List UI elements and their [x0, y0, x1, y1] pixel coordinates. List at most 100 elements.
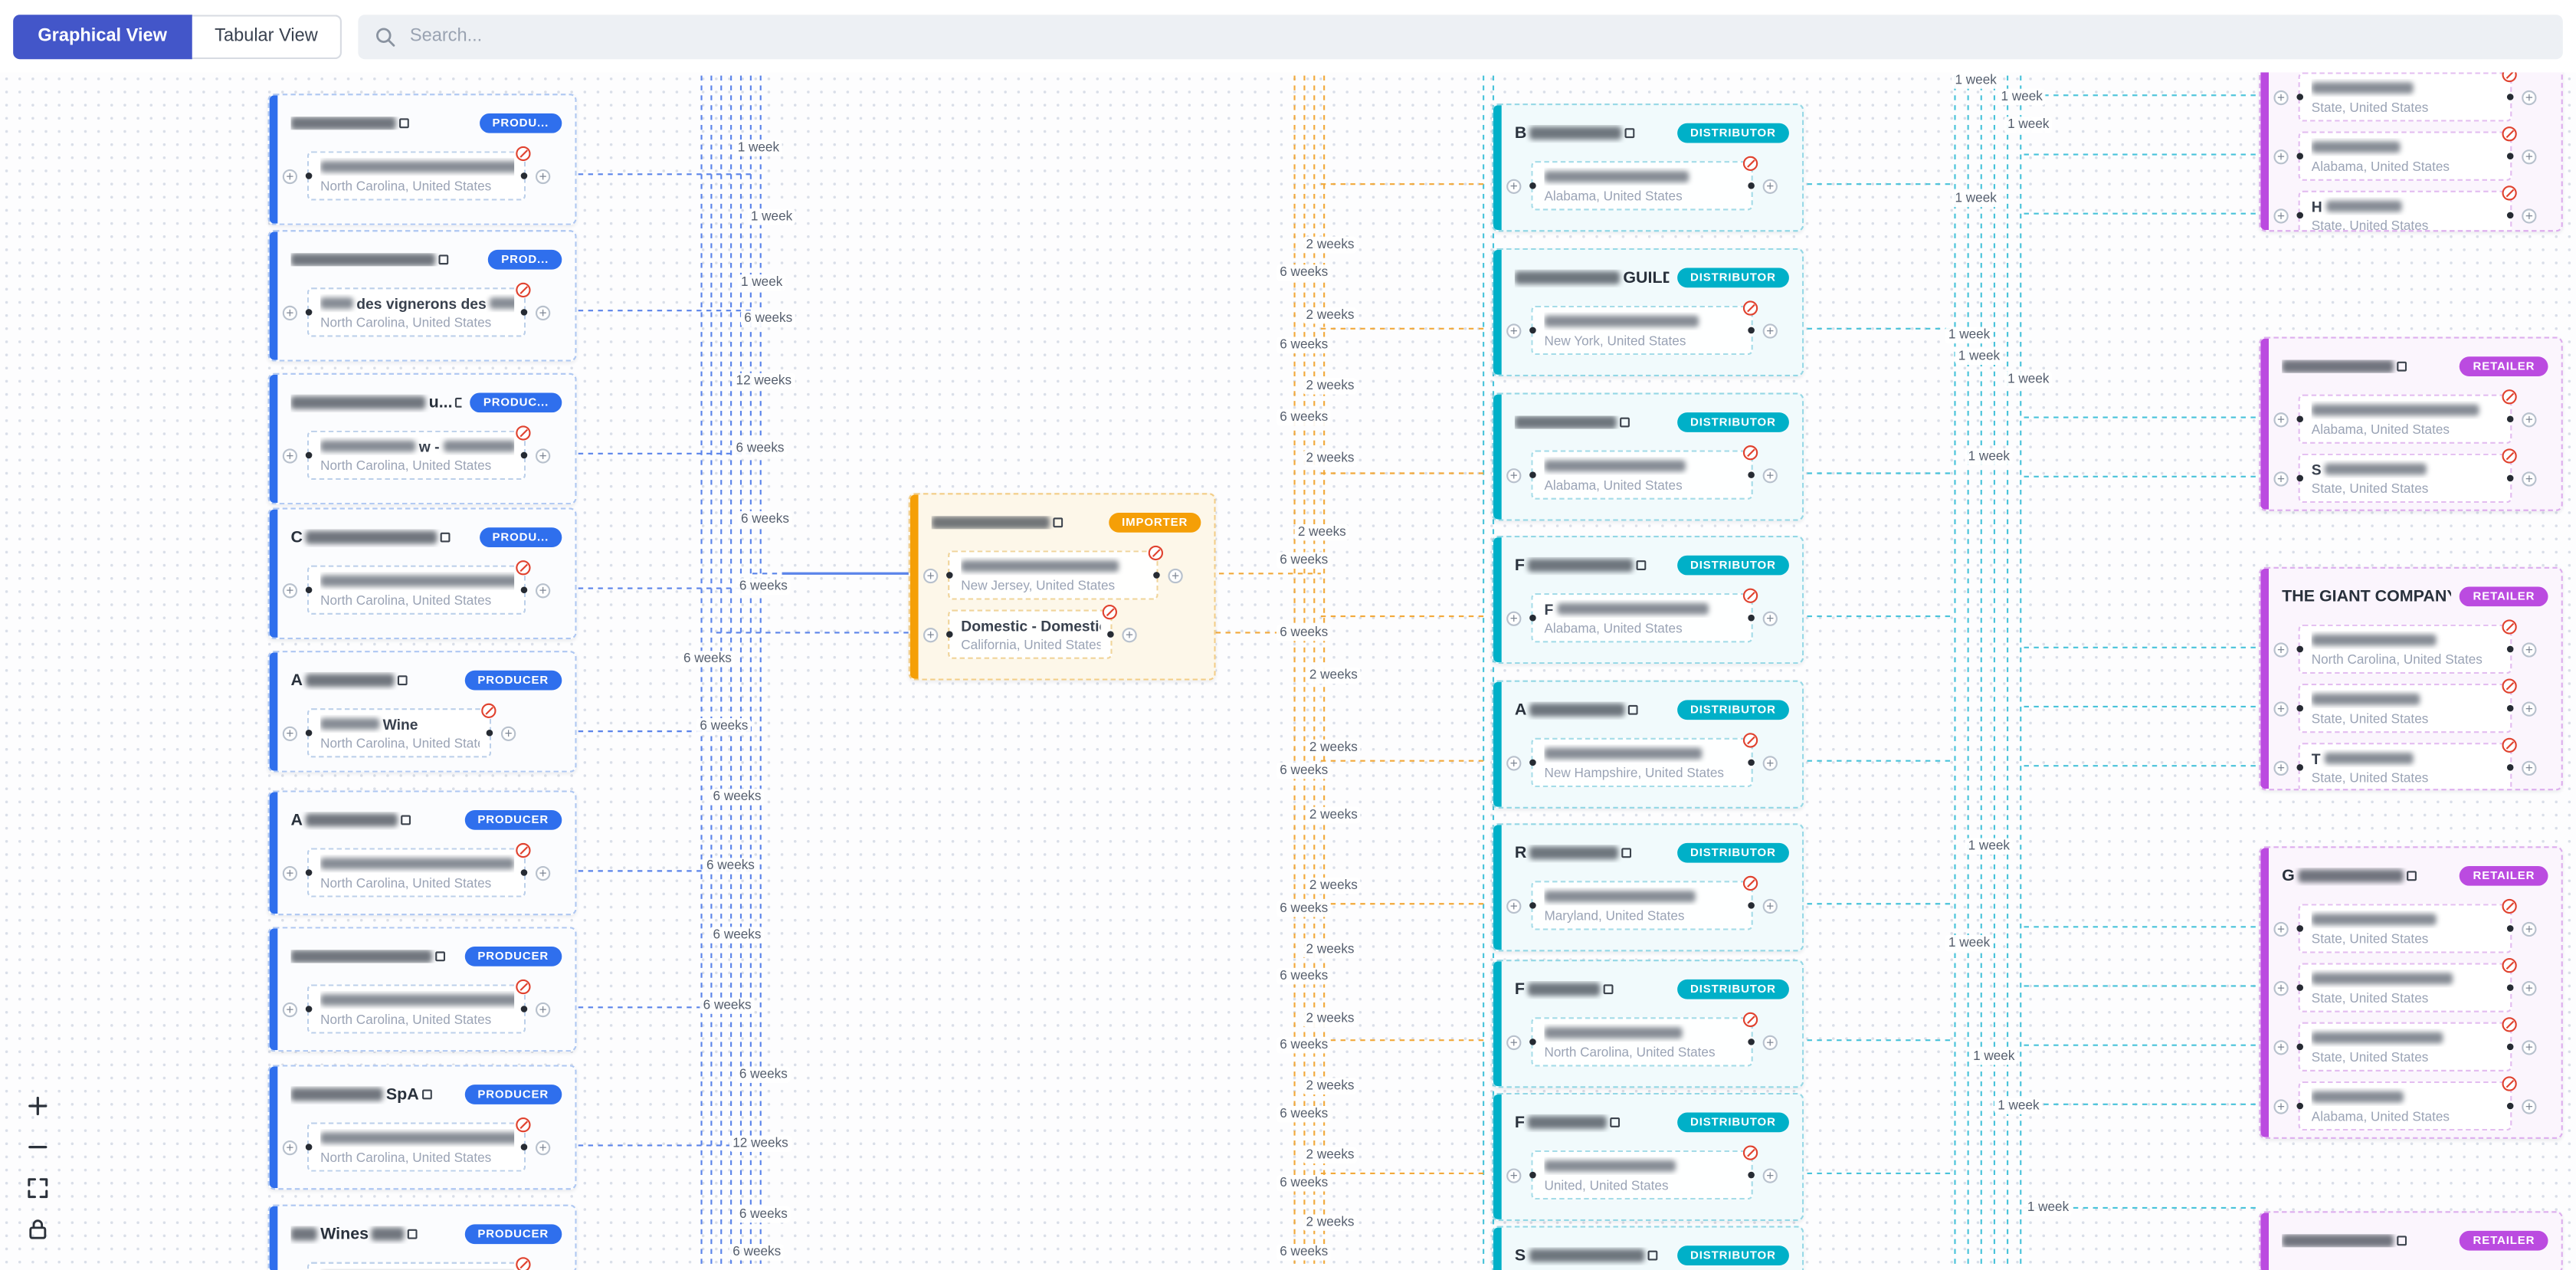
supplier-item[interactable]: ++Alabama, United States	[1506, 156, 1778, 211]
add-connection-icon[interactable]: +	[2273, 701, 2289, 716]
add-connection-icon[interactable]: +	[2522, 208, 2537, 223]
supplier-item[interactable]: ++North Carolina, United States	[1506, 1012, 1778, 1067]
supplier-item[interactable]: ++State, United States	[2273, 898, 2537, 953]
add-connection-icon[interactable]: +	[1762, 610, 1778, 625]
add-connection-icon[interactable]: +	[1506, 467, 1522, 483]
supplier-item[interactable]: ++North Carolina, United States	[282, 979, 551, 1034]
add-connection-icon[interactable]: +	[1762, 1167, 1778, 1183]
add-connection-icon[interactable]: +	[282, 865, 298, 881]
lock-button[interactable]	[23, 1214, 53, 1244]
add-connection-icon[interactable]: +	[1762, 898, 1778, 914]
add-connection-icon[interactable]: +	[1506, 178, 1522, 193]
search-input[interactable]	[409, 26, 2547, 47]
add-connection-icon[interactable]: +	[1762, 755, 1778, 770]
add-connection-icon[interactable]: +	[500, 725, 516, 740]
supplier-item[interactable]: ++North Carolina, United States	[282, 146, 551, 201]
add-connection-icon[interactable]: +	[282, 582, 298, 598]
add-connection-icon[interactable]: +	[2522, 412, 2537, 427]
add-connection-icon[interactable]: +	[282, 168, 298, 184]
add-connection-icon[interactable]: +	[2273, 149, 2289, 164]
add-connection-icon[interactable]: +	[2273, 980, 2289, 996]
supplier-item[interactable]: ++North Carolina, United States	[282, 560, 551, 615]
add-connection-icon[interactable]: +	[1506, 610, 1522, 625]
add-connection-icon[interactable]: +	[2273, 208, 2289, 223]
add-connection-icon[interactable]: +	[2273, 921, 2289, 937]
add-connection-icon[interactable]: +	[535, 1001, 551, 1017]
distributor-node[interactable]: DISTRIBUTOR++Alabama, United States	[1491, 392, 1804, 521]
add-connection-icon[interactable]: +	[535, 1139, 551, 1155]
add-connection-icon[interactable]: +	[1762, 178, 1778, 193]
add-connection-icon[interactable]: +	[2522, 89, 2537, 105]
supplier-item[interactable]: ++State, United States	[2273, 1017, 2537, 1071]
add-connection-icon[interactable]: +	[1762, 467, 1778, 483]
distributor-node[interactable]: GUILDDISTRIBUTOR++New York, United State…	[1491, 248, 1804, 376]
add-connection-icon[interactable]: +	[2273, 89, 2289, 105]
add-connection-icon[interactable]: +	[2273, 412, 2289, 427]
supplier-item[interactable]: ++Alabama, United States	[2273, 126, 2537, 181]
retailer-node[interactable]: RETAILER	[2259, 1211, 2563, 1270]
add-connection-icon[interactable]: +	[282, 725, 298, 740]
add-connection-icon[interactable]: +	[1506, 323, 1522, 338]
retailer-node[interactable]: ++State, United States++Alabama, United …	[2259, 72, 2563, 232]
importer-node[interactable]: IMPORTER++New Jersey, United States++Dom…	[908, 493, 1216, 681]
add-connection-icon[interactable]: +	[535, 448, 551, 463]
add-connection-icon[interactable]: +	[535, 168, 551, 184]
supplier-item[interactable]: ++State, United States	[2273, 678, 2537, 733]
zoom-in-button[interactable]	[23, 1091, 53, 1121]
supplier-item[interactable]: ++Maryland, United States	[1506, 875, 1778, 930]
supplier-item[interactable]: ++Alabama, United States	[2273, 1076, 2537, 1131]
supplier-item[interactable]: ++State, United States	[2273, 958, 2537, 1012]
tab-tabular-view[interactable]: Tabular View	[192, 14, 342, 59]
add-connection-icon[interactable]: +	[1506, 898, 1522, 914]
tab-graphical-view[interactable]: Graphical View	[13, 14, 192, 59]
add-connection-icon[interactable]: +	[282, 448, 298, 463]
add-connection-icon[interactable]: +	[2273, 471, 2289, 486]
add-connection-icon[interactable]: +	[2522, 471, 2537, 486]
fit-view-button[interactable]	[23, 1173, 53, 1203]
supplier-item[interactable]: ++State, United States	[2273, 72, 2537, 122]
add-connection-icon[interactable]: +	[2273, 760, 2289, 775]
add-connection-icon[interactable]: +	[535, 582, 551, 598]
add-connection-icon[interactable]: +	[282, 1001, 298, 1017]
add-connection-icon[interactable]: +	[1506, 755, 1522, 770]
add-connection-icon[interactable]: +	[1122, 626, 1137, 642]
supplier-item[interactable]: ++United, United States	[1506, 1145, 1778, 1200]
add-connection-icon[interactable]: +	[2522, 1098, 2537, 1114]
search-bar[interactable]	[359, 14, 2563, 59]
add-connection-icon[interactable]: +	[1506, 1167, 1522, 1183]
add-connection-icon[interactable]: +	[535, 865, 551, 881]
add-connection-icon[interactable]: +	[2522, 701, 2537, 716]
add-connection-icon[interactable]: +	[2522, 921, 2537, 937]
add-connection-icon[interactable]: +	[1168, 567, 1183, 583]
producer-node[interactable]: u...PRODUC...++w -North Carolina, United…	[267, 372, 577, 505]
supplier-item[interactable]: ++New Hampshire, United States	[1506, 733, 1778, 788]
producer-node[interactable]: PRODUCER++North Carolina, United States	[267, 927, 577, 1052]
add-connection-icon[interactable]: +	[923, 567, 939, 583]
supplier-item[interactable]: ++North Carolina, United States	[2273, 619, 2537, 674]
supplier-item[interactable]: ++New Jersey, United States	[923, 545, 1183, 600]
add-connection-icon[interactable]: +	[1762, 1034, 1778, 1050]
supplier-item[interactable]: ++w -North Carolina, United States	[282, 425, 551, 481]
supplier-item[interactable]: ++Alabama, United States	[2273, 389, 2537, 444]
producer-node[interactable]: PRODU...++North Carolina, United States	[267, 94, 577, 225]
